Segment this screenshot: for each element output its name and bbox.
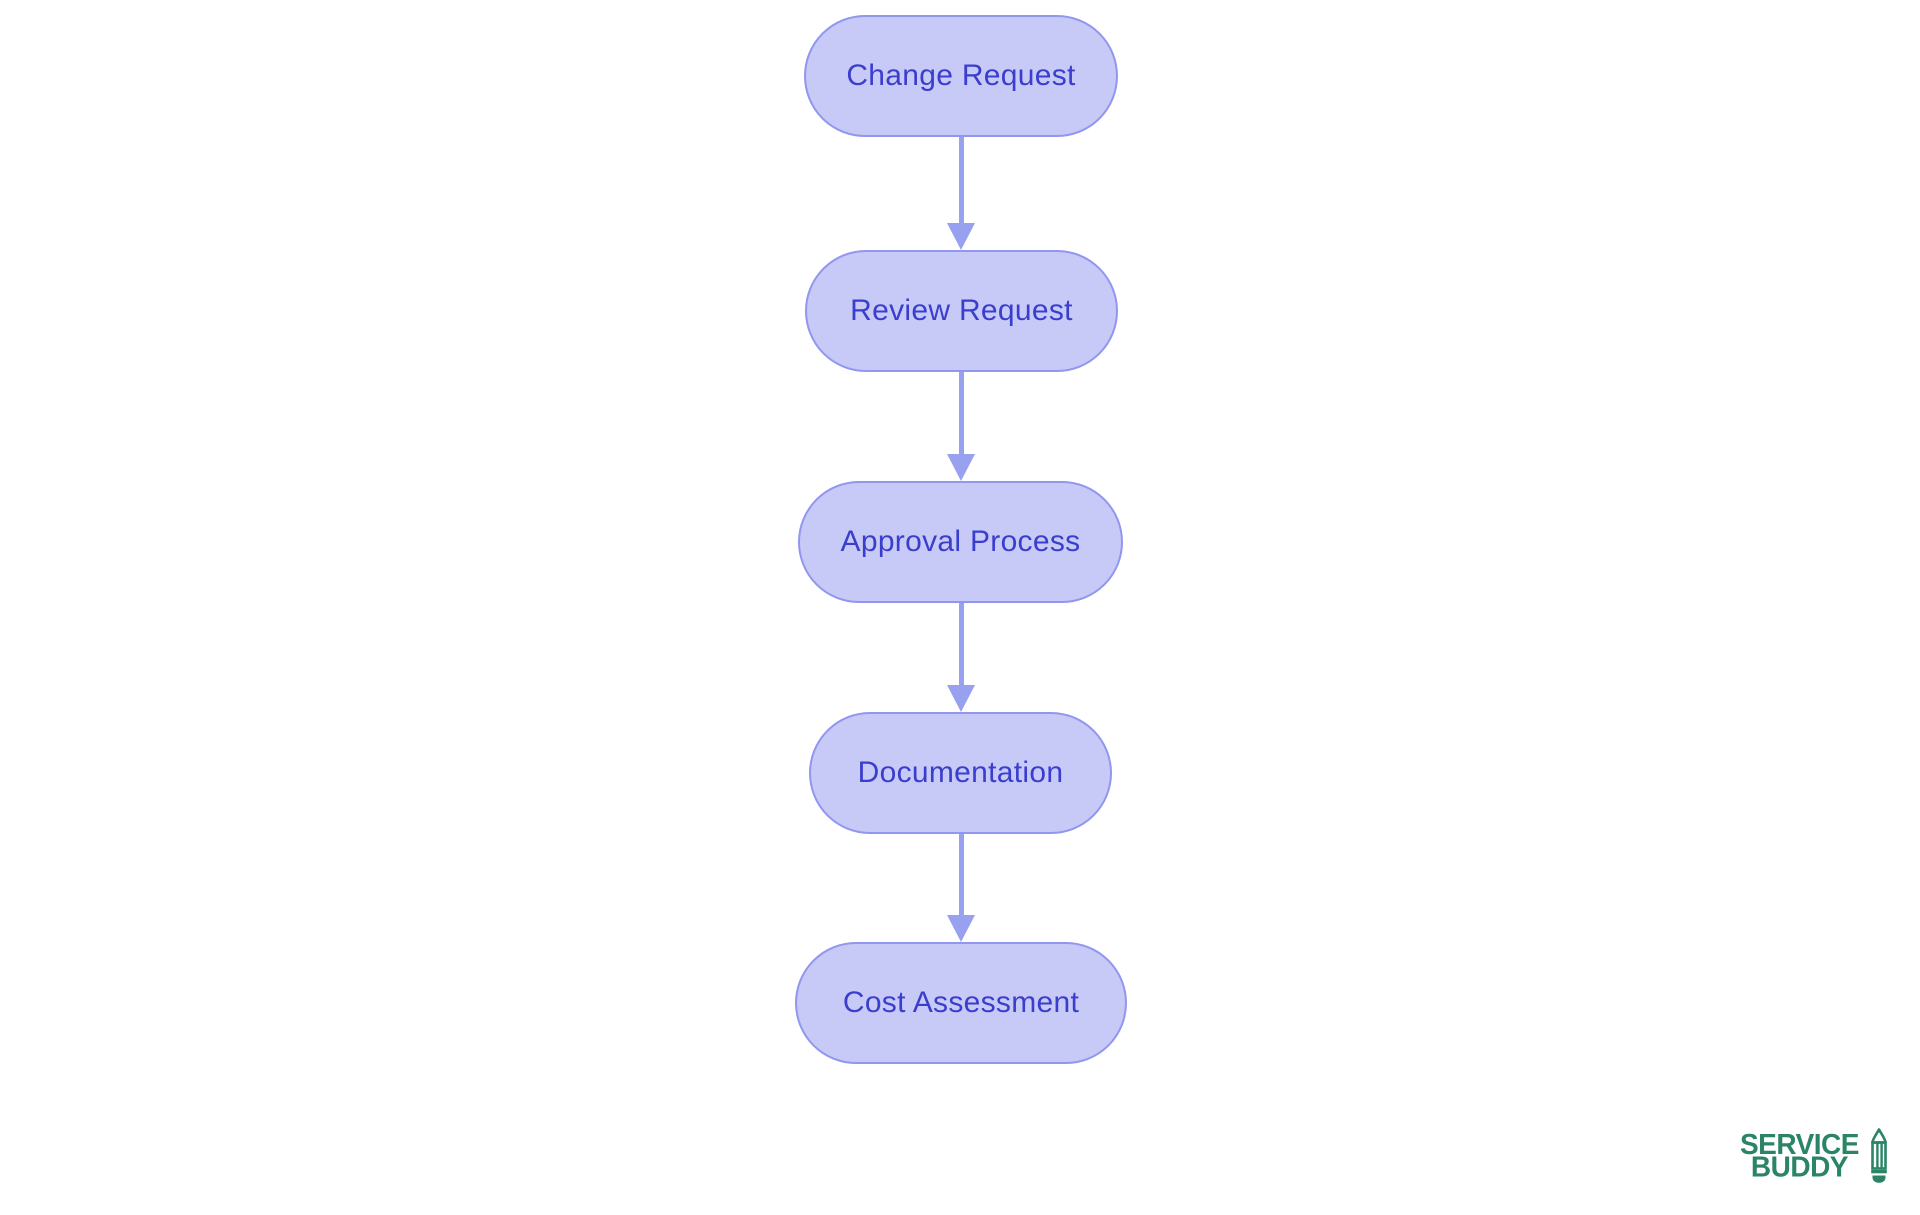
- flow-node-change-request: Change Request: [804, 15, 1118, 137]
- arrow-line: [958, 372, 964, 454]
- flow-arrow: [947, 372, 975, 481]
- arrow-line: [958, 603, 964, 685]
- flow-node-approval-process: Approval Process: [798, 481, 1123, 603]
- arrow-head-icon: [947, 223, 975, 250]
- node-label: Cost Assessment: [842, 986, 1080, 1019]
- logo-line2: BUDDY: [1750, 1150, 1849, 1183]
- arrow-head-icon: [947, 454, 975, 481]
- node-label: Review Request: [850, 294, 1073, 327]
- flow-node-documentation: Documentation: [809, 712, 1112, 834]
- node-label: Documentation: [857, 756, 1064, 789]
- node-label: Change Request: [846, 59, 1076, 92]
- logo-line1: SERVICE: [1740, 1128, 1859, 1161]
- flow-node-cost-assessment: Cost Assessment: [795, 942, 1127, 1064]
- arrow-head-icon: [947, 685, 975, 712]
- arrow-head-icon: [947, 915, 975, 942]
- service-buddy-logo: SERVICE BUDDY: [1740, 1127, 1892, 1185]
- flow-arrow: [947, 603, 975, 712]
- flow-arrow: [947, 137, 975, 250]
- logo-wordmark: SERVICE BUDDY: [1740, 1128, 1859, 1183]
- arrow-line: [958, 137, 964, 223]
- node-label: Approval Process: [840, 525, 1081, 558]
- flow-arrow: [947, 834, 975, 942]
- arrow-line: [958, 834, 964, 915]
- flow-node-review-request: Review Request: [805, 250, 1118, 372]
- pencil-icon: [1871, 1128, 1887, 1183]
